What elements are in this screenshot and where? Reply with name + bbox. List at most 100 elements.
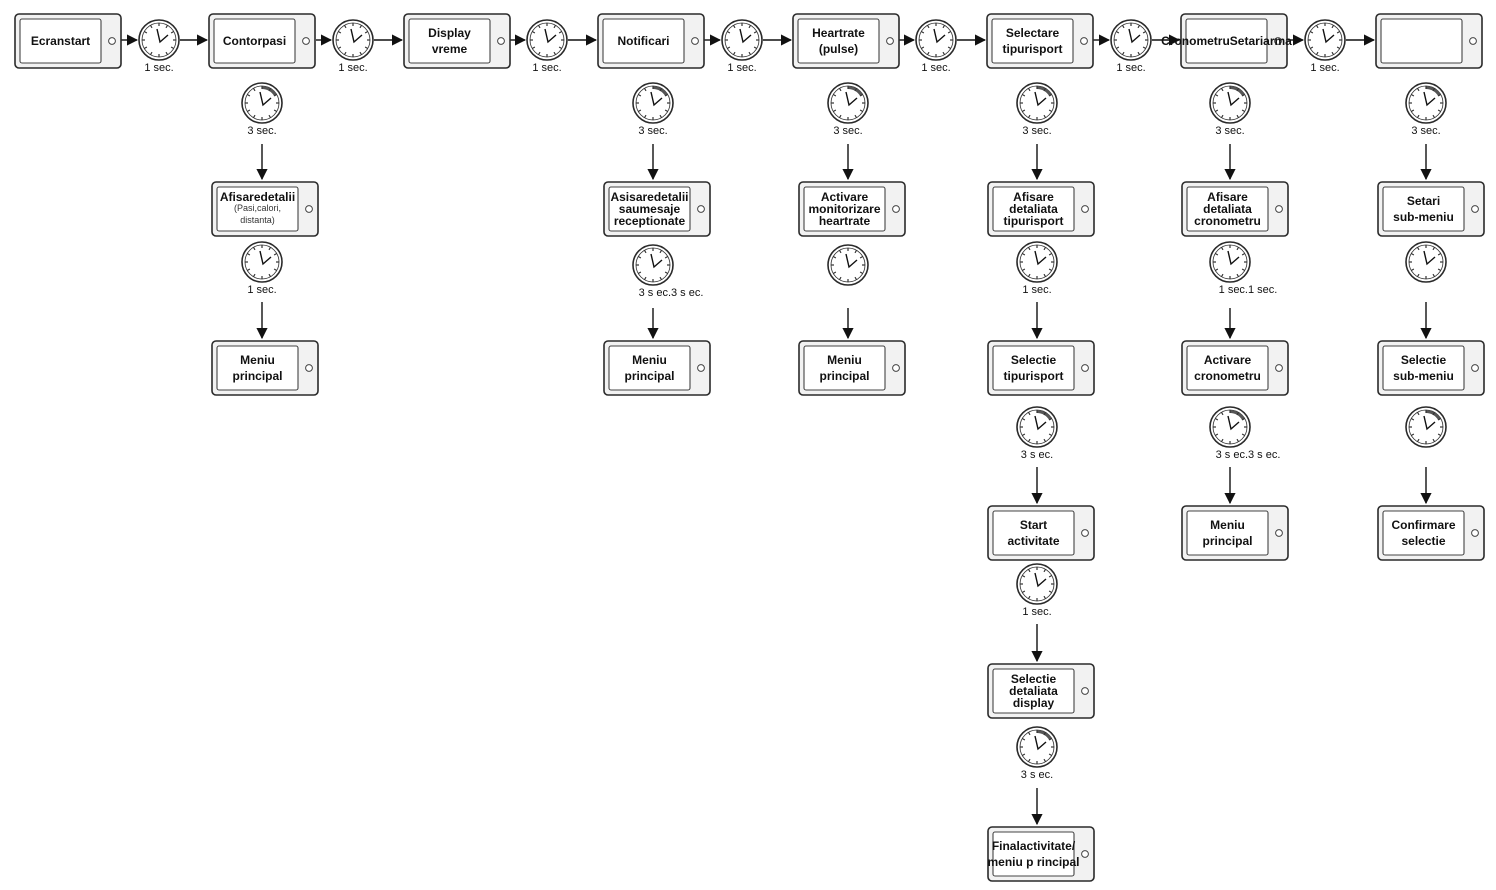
screen-button-icon — [1081, 529, 1089, 537]
timer-label: 3 sec. — [638, 125, 667, 137]
screen-label: meniu p rincipal — [987, 855, 1079, 869]
screen-button-icon — [1471, 529, 1479, 537]
screen-node-blank — [1375, 13, 1483, 69]
timer-icon — [526, 19, 568, 61]
timer-label: 3 s ec.3 s ec. — [639, 287, 704, 299]
timer-label: 3 s ec.3 s ec. — [1216, 449, 1281, 461]
screen-node-start-activitate: Start activitate — [987, 505, 1095, 561]
screen-label: tipurisport — [1003, 42, 1063, 56]
screen-node-cronometru: CronometruSetariarma — [1161, 13, 1292, 69]
screen-button-icon — [1275, 205, 1283, 213]
screen-button-icon — [1275, 529, 1283, 537]
screen-label: principal — [232, 369, 282, 383]
timer-icon — [241, 82, 283, 124]
screen-label: Meniu — [632, 353, 667, 367]
screen-label: Selectie — [1401, 353, 1447, 367]
timer-label: 1 sec. — [727, 62, 756, 74]
screen-label: Start — [1020, 518, 1047, 532]
screen-label: principal — [624, 369, 674, 383]
timer-label: 1 sec. — [247, 284, 276, 296]
screen-node-final-activitate: Finalactivitate/meniu p rincipal — [987, 826, 1095, 882]
timer-icon — [1016, 726, 1058, 768]
timer-icon — [138, 19, 180, 61]
screen-sublabel: distanta) — [240, 215, 275, 225]
timer-label: 1 sec. — [921, 62, 950, 74]
timer-icon — [632, 82, 674, 124]
screen-label: Contorpasi — [223, 34, 286, 48]
screen-label: receptionate — [614, 214, 686, 228]
timer-label: 1 sec. — [1022, 284, 1051, 296]
screen-label: Activare — [821, 190, 869, 204]
screen-label: display — [1013, 696, 1055, 710]
timer-icon — [1016, 241, 1058, 283]
timer-icon — [1016, 82, 1058, 124]
timer-icon — [721, 19, 763, 61]
timer-icon — [241, 241, 283, 283]
screen-label: heartrate — [819, 214, 871, 228]
timer-label: 1 sec.1 sec. — [1219, 284, 1278, 296]
screen-label: detaliata — [1203, 202, 1252, 216]
screen-label: Setari — [1407, 194, 1440, 208]
screen-label: CronometruSetariarma — [1161, 34, 1292, 48]
screen-button-icon — [1081, 687, 1089, 695]
screen-label: Notificari — [617, 34, 669, 48]
screen-button-icon — [691, 37, 699, 45]
timer-icon — [1016, 406, 1058, 448]
screen-label: Ecranstart — [31, 34, 90, 48]
timer-label: 1 sec. — [1116, 62, 1145, 74]
screen-label: Meniu — [240, 353, 275, 367]
timer-icon — [827, 82, 869, 124]
timer-label: 3 sec. — [833, 125, 862, 137]
screen-button-icon — [1081, 364, 1089, 372]
screen-label: sub-meniu — [1393, 210, 1454, 224]
screen-label: Meniu — [827, 353, 862, 367]
timer-label: 3 sec. — [1411, 125, 1440, 137]
screen-node-setari-sub: Setari sub-meniu — [1377, 181, 1485, 237]
screen-button-icon — [697, 364, 705, 372]
timer-label: 1 sec. — [338, 62, 367, 74]
screen-button-icon — [305, 364, 313, 372]
timer-icon — [1209, 406, 1251, 448]
screen-label: Afisare — [1013, 190, 1054, 204]
timer-icon — [1405, 406, 1447, 448]
screen-node-ecranstart: Ecranstart — [14, 13, 122, 69]
screen-button-icon — [892, 205, 900, 213]
screen-label: Finalactivitate/ — [992, 839, 1076, 853]
screen-label: selectie — [1401, 534, 1445, 548]
screen-button-icon — [1081, 205, 1089, 213]
screen-label: saumesaje — [619, 202, 681, 216]
timer-label: 1 sec. — [1022, 606, 1051, 618]
screen-node-afisare-detalii: Afisaredetalii(Pasi,calori,distanta) — [211, 181, 319, 237]
timer-icon — [632, 244, 674, 286]
screen-label: activitate — [1007, 534, 1059, 548]
screen-label: monitorizare — [808, 202, 880, 216]
screen-node-notificari: Notificari — [597, 13, 705, 69]
screen-node-meniu-3: Meniu principal — [798, 340, 906, 396]
timer-icon — [1304, 19, 1346, 61]
screen-sublabel: (Pasi,calori, — [234, 203, 281, 213]
screen-label: detaliata — [1009, 684, 1058, 698]
screen-label: Selectie — [1011, 353, 1057, 367]
screen-label: Selectie — [1011, 672, 1057, 686]
screen-label: tipurisport — [1004, 214, 1064, 228]
screen-button-icon — [302, 37, 310, 45]
timer-label: 3 sec. — [1022, 125, 1051, 137]
screen-label: Activare — [1204, 353, 1252, 367]
timer-label: 3 sec. — [1215, 125, 1244, 137]
screen-label: Display — [428, 26, 471, 40]
screen-label: sub-meniu — [1393, 369, 1454, 383]
screen-node-selectie-sub: Selectie sub-meniu — [1377, 340, 1485, 396]
screen-button-icon — [1469, 37, 1477, 45]
screen-button-icon — [886, 37, 894, 45]
screen-node-meniu-2: Meniu principal — [603, 340, 711, 396]
screen-label: principal — [819, 369, 869, 383]
timer-icon — [915, 19, 957, 61]
